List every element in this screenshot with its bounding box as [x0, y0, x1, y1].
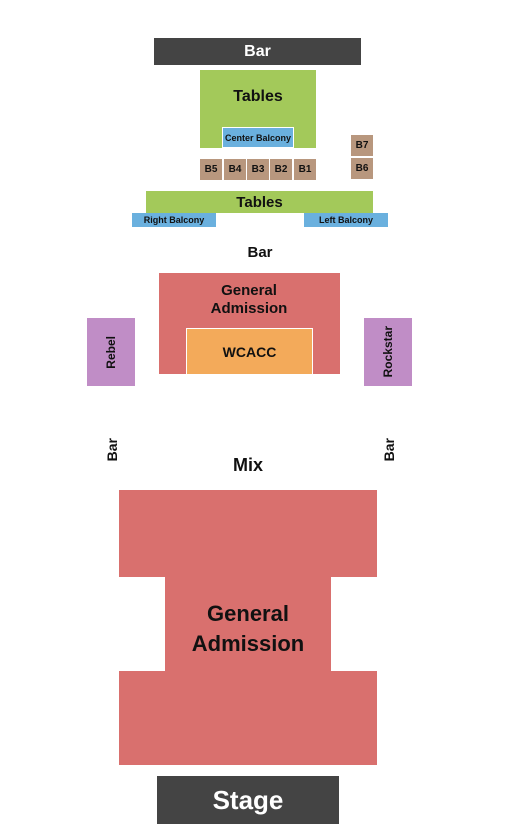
main-ga-top-block[interactable] [119, 490, 377, 577]
booth-label: B3 [251, 164, 265, 175]
right-side-bar-label: Bar [381, 438, 397, 462]
wcacc-label: WCACC [222, 343, 277, 360]
mix-label: Mix [232, 454, 263, 475]
upper-ga-label: General Admission [210, 282, 288, 317]
stage-section: Stage [157, 776, 339, 824]
booth-b2[interactable]: B2 [270, 159, 292, 180]
booth-label: B7 [355, 140, 369, 151]
lower-tables-label: Tables [236, 193, 283, 211]
booth-label: B4 [228, 164, 242, 175]
booth-label: B5 [204, 164, 218, 175]
booth-label: B6 [355, 163, 369, 174]
booth-b7[interactable]: B7 [351, 135, 373, 156]
upper-tables-label: Tables [233, 88, 283, 105]
wcacc-section[interactable]: WCACC [186, 328, 313, 374]
middle-bar-label: Bar [247, 243, 273, 261]
top-bar-label: Bar [244, 42, 271, 60]
main-ga-bottom-block[interactable] [119, 671, 377, 765]
lower-tables-section[interactable]: Tables [146, 191, 373, 213]
booth-b6[interactable]: B6 [351, 158, 373, 179]
left-balcony-label: Left Balcony [318, 215, 373, 225]
main-ga-middle-block[interactable] [165, 576, 331, 672]
rockstar-section[interactable]: Rockstar [364, 318, 412, 386]
rebel-label: Rebel [104, 335, 118, 369]
booth-b3[interactable]: B3 [247, 159, 269, 180]
rebel-section[interactable]: Rebel [87, 318, 135, 386]
top-bar-section[interactable]: Bar [154, 38, 361, 65]
main-ga-label: General Admission [191, 601, 305, 656]
booth-b5[interactable]: B5 [200, 159, 222, 180]
center-balcony-label: Center Balcony [224, 132, 292, 143]
booth-label: B2 [274, 164, 288, 175]
left-side-bar-label: Bar [104, 438, 120, 462]
left-balcony-section[interactable]: Left Balcony [304, 213, 388, 227]
stage-label: Stage [212, 784, 284, 815]
booth-label: B1 [298, 164, 312, 175]
booth-b1[interactable]: B1 [294, 159, 316, 180]
center-balcony-section[interactable]: Center Balcony [222, 127, 294, 148]
booth-b4[interactable]: B4 [224, 159, 246, 180]
rockstar-label: Rockstar [381, 326, 395, 378]
right-balcony-section[interactable]: Right Balcony [132, 213, 216, 227]
right-balcony-label: Right Balcony [143, 215, 205, 225]
